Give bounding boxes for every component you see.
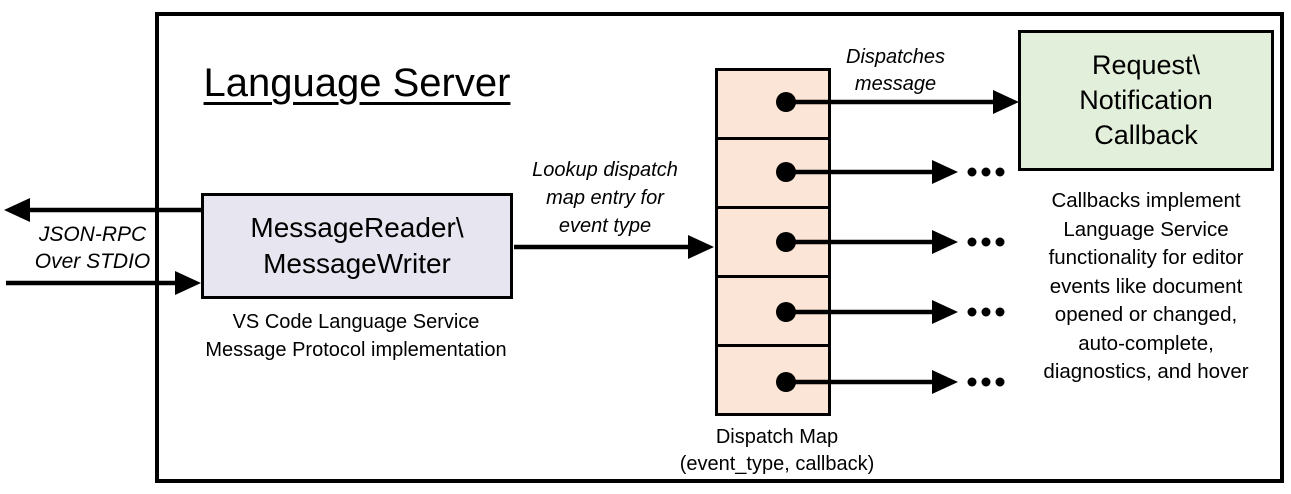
dispatch-map-cell (718, 71, 828, 137)
stdio-label-line2: Over STDIO (34, 250, 151, 273)
callback-box-line2: Notification (1079, 85, 1213, 115)
callbacks-note-line4: events like document (1049, 274, 1243, 298)
dispatch-map-cell (718, 206, 828, 275)
dispatch-map-cell (718, 275, 828, 344)
callbacks-note: Callbacks implement Language Service fun… (1013, 187, 1279, 387)
message-caption-line1: VS Code Language Service (232, 311, 480, 333)
stdio-channel-label: JSON-RPC Over STDIO (10, 221, 175, 275)
callbacks-note-line5: opened or changed, (1054, 303, 1238, 326)
dispatch-map-table (715, 68, 831, 416)
callbacks-note-line7: diagnostics, and hover (1043, 360, 1249, 383)
message-caption-line2: Message Protocol implementation (205, 339, 507, 361)
message-box-line2: MessageWriter (263, 248, 451, 279)
lookup-label-line1: Lookup dispatch (532, 159, 678, 181)
message-reader-writer-box: MessageReader\ MessageWriter (201, 193, 513, 299)
callbacks-note-line2: Language Service (1063, 217, 1229, 241)
lookup-label-line3: event type (558, 215, 652, 237)
dispatches-label-line1: Dispatches (846, 46, 945, 68)
lookup-label-line2: map entry for (546, 187, 664, 209)
lookup-dispatch-label: Lookup dispatch map entry for event type (510, 156, 700, 240)
dispatch-caption-line1: Dispatch Map (715, 426, 839, 448)
diagram-title: Language Server (203, 61, 511, 105)
dispatch-caption-line2: (event_type, callback) (679, 453, 875, 475)
dispatch-map-cell (718, 137, 828, 206)
stdio-label-line1: JSON-RPC (38, 223, 147, 246)
dispatch-map-caption: Dispatch Map (event_type, callback) (657, 424, 897, 478)
message-box-line1: MessageReader\ (250, 212, 464, 243)
callbacks-note-line6: auto-complete, (1078, 331, 1214, 355)
callbacks-note-line1: Callbacks implement (1051, 189, 1241, 212)
callback-box-line1: Request\ (1091, 50, 1201, 80)
message-box-caption: VS Code Language Service Message Protoco… (146, 308, 566, 364)
dispatch-map-cell (718, 344, 828, 413)
dispatches-label-line2: message (854, 73, 937, 95)
request-notification-callback-box: Request\ Notification Callback (1018, 30, 1274, 171)
language-server-box (155, 12, 1284, 483)
callback-box-line3: Callback (1094, 120, 1198, 150)
dispatches-message-label: Dispatches message (818, 44, 973, 98)
callbacks-note-line3: functionality for editor (1048, 246, 1244, 269)
